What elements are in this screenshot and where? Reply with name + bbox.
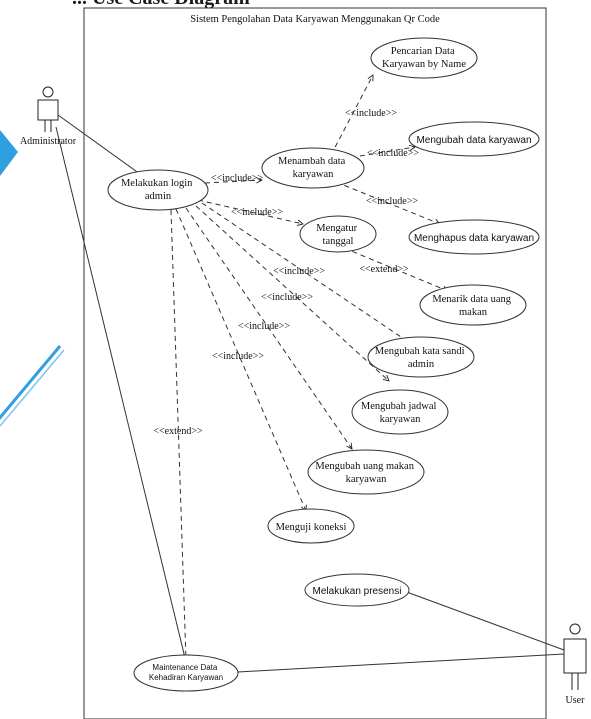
usecase-uji-line1: Menguji koneksi — [276, 522, 347, 533]
svg-text:Menarik data uang makan: Menarik data uang makan — [432, 294, 513, 318]
actor-user-label: User — [566, 695, 586, 706]
label-include-login-atur: <<include>> — [231, 207, 283, 218]
label-include-login-tambah: <<include>> — [211, 173, 263, 184]
decorative-blue-shapes — [0, 130, 65, 427]
usecase-sandi-line2: admin — [408, 359, 435, 370]
usecase-ubah-data-line1: Mengubah data karyawan — [416, 135, 531, 146]
actor-administrator[interactable] — [37, 86, 59, 132]
usecase-atur-line2: tanggal — [323, 236, 354, 247]
usecase-uang-line2: karyawan — [346, 474, 388, 485]
system-title: Sistem Pengolahan Data Karyawan Mengguna… — [190, 14, 440, 25]
relations — [170, 75, 448, 660]
label-extend-login-maintenance: <<extend>> — [153, 426, 203, 437]
svg-text:Menguji koneksi: Menguji koneksi — [276, 522, 347, 533]
system-boundary — [83, 7, 547, 719]
usecase-maintenance-line1: Maintenance Data — [152, 663, 217, 672]
usecase-uang-line1: Mengubah uang makan — [315, 461, 414, 472]
usecase-presensi[interactable] — [304, 573, 410, 607]
svg-text:Maintenance Data Kehadir: Maintenance Data Kehadiran Karyawan — [149, 663, 223, 682]
usecase-jadwal-line1: Mengubah jadwal — [361, 401, 437, 412]
usecase-tambah-line2: karyawan — [293, 169, 335, 180]
label-include-login-jadwal: <<include>> — [261, 292, 313, 303]
usecase-maintenance[interactable] — [133, 654, 239, 692]
usecase-presensi-line1: Melakukan presensi — [313, 586, 402, 597]
usecase-maintenance-line2: Kehadiran Karyawan — [149, 673, 223, 682]
usecase-tambah-data[interactable] — [261, 147, 365, 189]
header-fragment: ... Use Case Diagram — [72, 0, 250, 9]
usecase-ubah-data[interactable] — [408, 121, 540, 157]
svg-text:Mengubah kata sandi admi: Mengubah kata sandi admin — [375, 346, 467, 370]
svg-text:Melakukan login admin: Melakukan login admin — [121, 178, 195, 202]
label-extend-atur-menarik: <<extend>> — [359, 264, 409, 275]
usecase-login-line1: Melakukan login — [121, 178, 193, 189]
label-include-tambah-hapus: <<include>> — [366, 196, 418, 207]
usecase-menarik-line2: makan — [459, 307, 488, 318]
usecase-menarik-line1: Menarik data uang — [432, 294, 511, 305]
label-include-login-uji: <<include>> — [212, 351, 264, 362]
usecase-ubah-sandi[interactable] — [367, 336, 475, 378]
label-include-tambah-ubah: <<include>> — [367, 148, 419, 159]
usecase-atur-line1: Mengatur — [316, 223, 357, 234]
actor-administrator-label: Administrator — [20, 136, 77, 147]
usecase-pencarian-line2: Karyawan by Name — [382, 59, 466, 70]
label-include-login-uang: <<include>> — [238, 321, 290, 332]
svg-text:Mengubah jadwal karyawan: Mengubah jadwal karyawan — [361, 401, 439, 425]
usecase-login-line2: admin — [145, 191, 172, 202]
associations — [55, 114, 565, 673]
usecase-pencarian[interactable] — [370, 37, 478, 79]
usecase-hapus-data[interactable] — [408, 219, 540, 255]
usecase-login[interactable] — [107, 169, 209, 211]
usecase-ubah-uang[interactable] — [307, 449, 425, 495]
svg-text:Mengubah data karyawan: Mengubah data karyawan — [416, 135, 531, 146]
svg-text:Melakukan presensi: Melakukan presensi — [313, 586, 402, 597]
label-include-login-sandi: <<include>> — [273, 266, 325, 277]
use-cases — [107, 37, 540, 692]
svg-text:Mengatur tanggal: Mengatur tanggal — [316, 223, 359, 247]
label-include-tambah-pencarian: <<include>> — [345, 108, 397, 119]
usecase-pencarian-line1: Pencarian Data — [391, 46, 455, 57]
usecase-jadwal-line2: karyawan — [380, 414, 422, 425]
use-case-labels: Melakukan login admin Menambah data kary… — [121, 46, 534, 682]
usecase-menarik-data[interactable] — [419, 284, 527, 326]
svg-text:Menghapus data karyawan: Menghapus data karyawan — [414, 233, 534, 244]
usecase-atur-tanggal[interactable] — [299, 215, 377, 253]
svg-text:Mengubah uang makan kary: Mengubah uang makan karyawan — [315, 461, 416, 485]
usecase-hapus-line1: Menghapus data karyawan — [414, 233, 534, 244]
svg-text:Menambah data karyawan: Menambah data karyawan — [278, 156, 348, 180]
usecase-uji-koneksi[interactable] — [267, 508, 355, 544]
usecase-tambah-line1: Menambah data — [278, 156, 346, 167]
usecase-sandi-line1: Mengubah kata sandi — [375, 346, 465, 357]
relation-labels: <<include>> <<include>> <<include>> <<in… — [153, 108, 419, 437]
svg-text:Pencarian Data Karyawan: Pencarian Data Karyawan by Name — [382, 46, 466, 70]
actor-user[interactable] — [563, 623, 587, 690]
usecase-ubah-jadwal[interactable] — [351, 389, 449, 435]
